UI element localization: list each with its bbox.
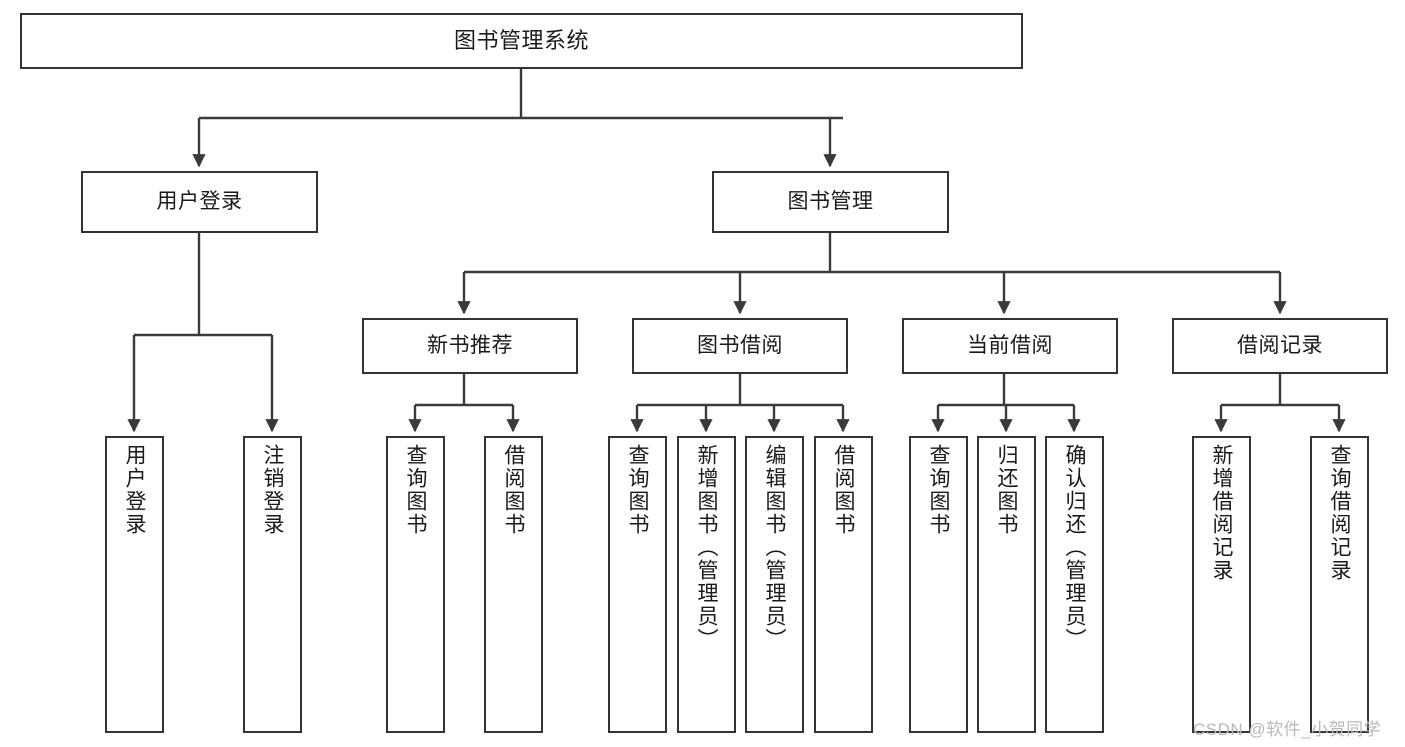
node-leaf-query-record-label: 查询借阅记录 xyxy=(1328,444,1351,582)
node-leaf-add-record-label: 新增借阅记录 xyxy=(1210,444,1233,582)
node-book-borrow[interactable]: 图书借阅 xyxy=(632,318,848,374)
node-leaf-query-book-2-label: 查询图书 xyxy=(626,444,649,536)
node-user-login[interactable]: 用户登录 xyxy=(81,171,318,233)
node-leaf-query-book-1-label: 查询图书 xyxy=(404,444,427,536)
node-leaf-confirm-return-label: 确认归还（管理员） xyxy=(1063,444,1086,651)
node-leaf-query-record[interactable]: 查询借阅记录 xyxy=(1310,436,1369,733)
node-current-borrow-label: 当前借阅 xyxy=(967,333,1053,357)
node-leaf-query-book-3[interactable]: 查询图书 xyxy=(909,436,968,733)
node-root-label: 图书管理系统 xyxy=(453,28,589,54)
node-leaf-user-login[interactable]: 用户登录 xyxy=(105,436,164,733)
node-leaf-add-record[interactable]: 新增借阅记录 xyxy=(1192,436,1251,733)
watermark: CSDN @软件_小贺同学 xyxy=(1193,720,1382,739)
node-leaf-borrow-book-2-label: 借阅图书 xyxy=(832,444,855,536)
node-borrow-record-label: 借阅记录 xyxy=(1237,333,1323,357)
node-new-book-recommend[interactable]: 新书推荐 xyxy=(362,318,578,374)
node-leaf-borrow-book-1[interactable]: 借阅图书 xyxy=(484,436,543,733)
node-book-manage[interactable]: 图书管理 xyxy=(712,171,949,233)
node-leaf-confirm-return[interactable]: 确认归还（管理员） xyxy=(1045,436,1104,733)
node-new-book-recommend-label: 新书推荐 xyxy=(427,333,513,357)
node-leaf-return-book[interactable]: 归还图书 xyxy=(977,436,1036,733)
node-book-manage-label: 图书管理 xyxy=(787,189,874,213)
node-leaf-borrow-book-1-label: 借阅图书 xyxy=(502,444,525,536)
node-leaf-edit-book-label: 编辑图书（管理员） xyxy=(763,444,786,651)
node-leaf-borrow-book-2[interactable]: 借阅图书 xyxy=(814,436,873,733)
node-current-borrow[interactable]: 当前借阅 xyxy=(902,318,1118,374)
node-user-login-label: 用户登录 xyxy=(156,189,243,213)
node-book-borrow-label: 图书借阅 xyxy=(697,333,783,357)
node-leaf-edit-book[interactable]: 编辑图书（管理员） xyxy=(745,436,804,733)
node-leaf-query-book-2[interactable]: 查询图书 xyxy=(608,436,667,733)
node-leaf-return-book-label: 归还图书 xyxy=(995,444,1018,536)
node-root[interactable]: 图书管理系统 xyxy=(20,13,1023,69)
node-borrow-record[interactable]: 借阅记录 xyxy=(1172,318,1388,374)
node-leaf-add-book[interactable]: 新增图书（管理员） xyxy=(677,436,736,733)
node-leaf-query-book-1[interactable]: 查询图书 xyxy=(386,436,445,733)
node-leaf-user-logout-label: 注销登录 xyxy=(261,444,284,536)
node-leaf-add-book-label: 新增图书（管理员） xyxy=(695,444,718,651)
node-leaf-user-login-label: 用户登录 xyxy=(123,444,146,536)
node-leaf-user-logout[interactable]: 注销登录 xyxy=(243,436,302,733)
node-leaf-query-book-3-label: 查询图书 xyxy=(927,444,950,536)
